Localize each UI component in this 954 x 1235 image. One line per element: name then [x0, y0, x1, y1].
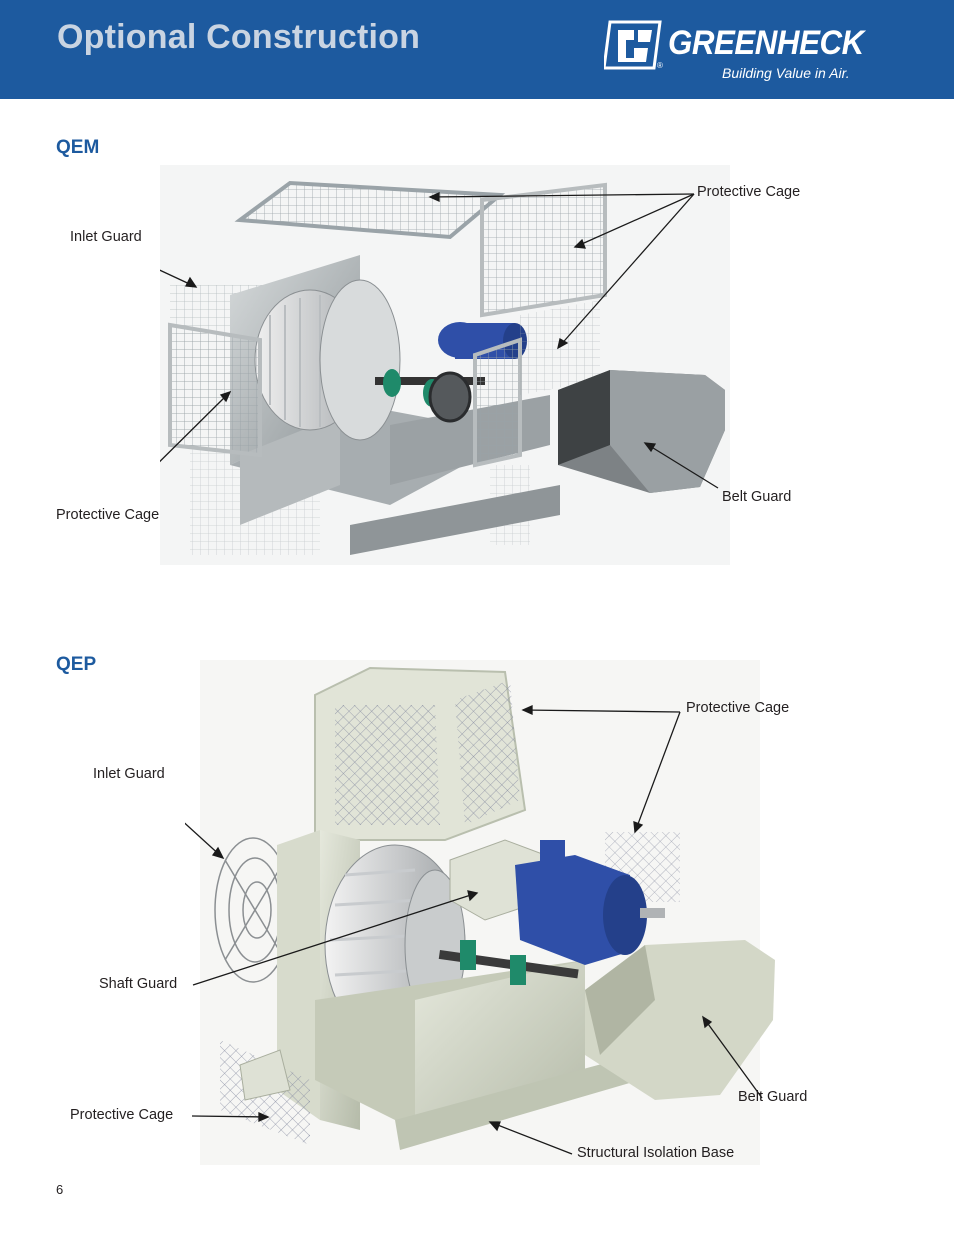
page-number: 6	[56, 1182, 64, 1197]
logo-tagline: Building Value in Air.	[722, 65, 850, 81]
header-bar: Optional Construction ® GREENHECK Buildi…	[0, 0, 954, 99]
qep-structural-isolation-base	[395, 1055, 640, 1150]
qep-belt-guard	[585, 940, 775, 1100]
registered-mark: ®	[657, 61, 663, 70]
qep-label-protective-cage-top: Protective Cage	[686, 700, 790, 716]
qep-top-cage	[314, 666, 527, 841]
qep-bottom-cage	[220, 1040, 310, 1145]
qep-label-protective-cage-bottom: Protective Cage	[70, 1107, 174, 1123]
qem-right-cage-panel	[480, 182, 607, 318]
qep-label-belt-guard: Belt Guard	[738, 1089, 808, 1105]
qep-fan-housing	[277, 830, 320, 1120]
qem-label-protective-cage-bottom: Protective Cage	[56, 507, 160, 523]
qem-wheel-backplate	[319, 279, 401, 441]
qep-label-structural-isolation-base: Structural Isolation Base	[577, 1145, 735, 1161]
qem-label-protective-cage-top: Protective Cage	[697, 184, 801, 200]
section-heading-qep: QEP	[56, 654, 97, 675]
qem-label-inlet-guard: Inlet Guard	[70, 229, 142, 245]
logo-wordmark: GREENHECK	[668, 24, 864, 62]
qep-label-shaft-guard: Shaft Guard	[99, 976, 178, 992]
qem-belt-guard	[558, 370, 725, 493]
qem-fan-illustration	[160, 165, 730, 565]
qep-motor	[515, 840, 665, 965]
section-heading-qem: QEM	[56, 137, 100, 158]
greenheck-logo: ® GREENHECK Building Value in Air.	[604, 20, 874, 84]
qep-label-inlet-guard: Inlet Guard	[93, 766, 165, 782]
qep-fan-illustration	[185, 660, 775, 1165]
qem-label-belt-guard: Belt Guard	[722, 489, 792, 505]
page-title: Optional Construction	[57, 18, 421, 56]
greenheck-g-mark-icon	[604, 20, 662, 70]
